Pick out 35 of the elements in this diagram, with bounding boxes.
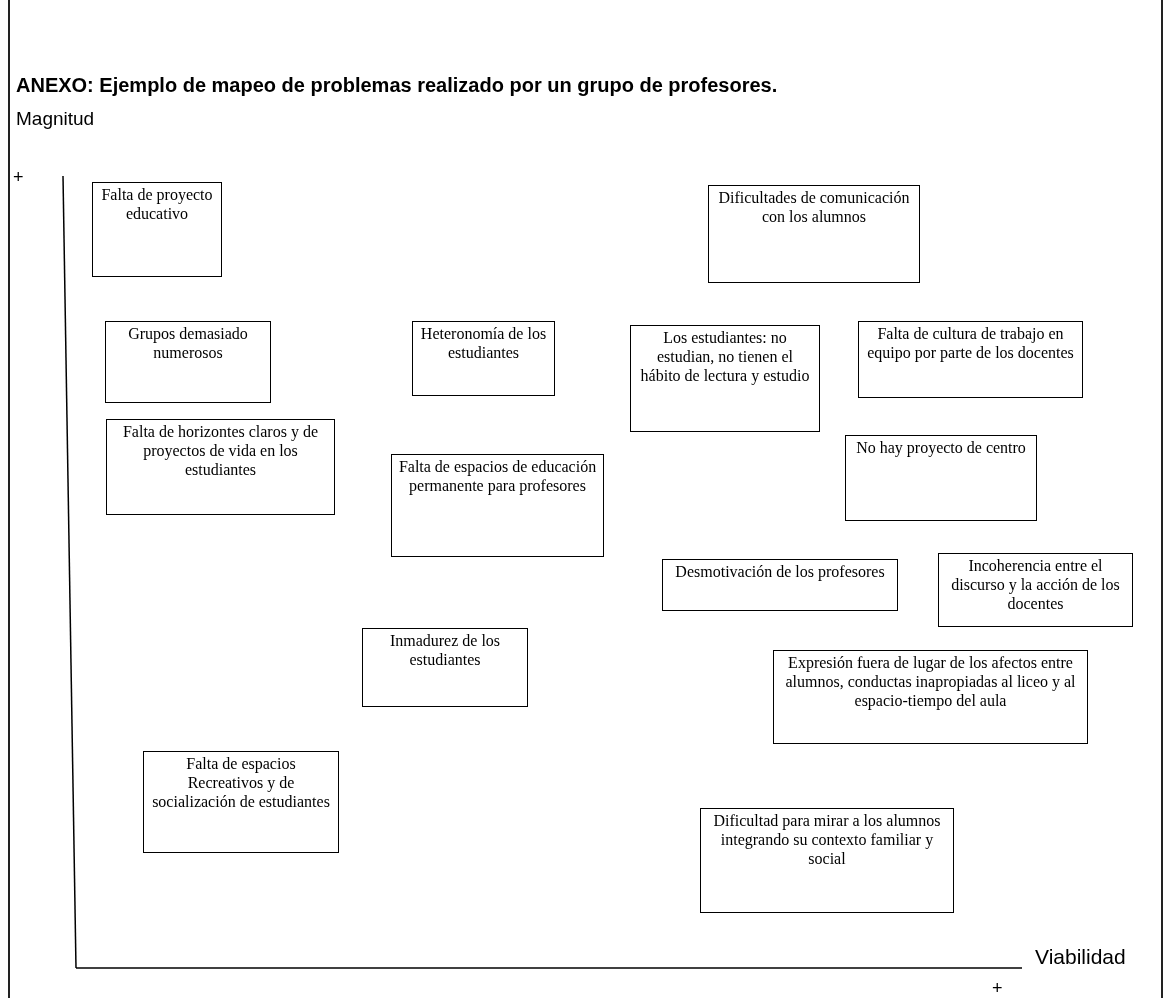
problem-box: [938, 553, 1133, 627]
problem-box: [700, 808, 954, 913]
problem-box: [143, 751, 339, 853]
problem-box: [708, 185, 920, 283]
problem-text: Dificultad para mirar a los alumnos integrando su contexto familiar y social: [712, 811, 942, 868]
problem-box: [92, 182, 222, 277]
axis-label: Magnitud: [16, 108, 95, 130]
problem-box: [858, 321, 1083, 398]
problem-text: Inmadurez de los estudiantes: [388, 631, 502, 669]
problem-text: Heteronomía de los estudiantes: [419, 324, 548, 362]
problem-box: [662, 559, 898, 611]
problem-text: Grupos demasiado numerosos: [127, 324, 249, 362]
problem-text: Falta de espacios Recreativos y de socialización de estudiantes: [151, 754, 331, 811]
problem-text: Falta de cultura de trabajo en equipo por parte de los docentes: [866, 324, 1075, 362]
title: ANEXO: Ejemplo de mapeo de problemas realizado por un grupo de profesores.: [16, 74, 778, 97]
problem-box: [105, 321, 271, 403]
axis-sign: +: [992, 978, 1003, 998]
problem-text: Incoherencia entre el discurso y la acción de los docentes: [950, 556, 1121, 613]
axis-sign: +: [13, 167, 24, 188]
problem-box: [630, 325, 820, 432]
axis-label: Viabilidad: [1035, 945, 1126, 969]
problem-text: Dificultades de comunicación con los alumnos: [717, 188, 911, 226]
problem-text: Expresión fuera de lugar de los afectos entre alumnos, conductas inapropiadas al liceo y al espacio-tiempo del aula: [784, 653, 1077, 710]
problem-box: [773, 650, 1088, 744]
problem-box: [391, 454, 604, 557]
problem-box: [106, 419, 335, 515]
problem-text: Falta de proyecto educativo: [100, 185, 214, 223]
problem-box: [412, 321, 555, 396]
problem-text: Desmotivación de los profesores: [674, 562, 886, 581]
problem-box: [362, 628, 528, 707]
problem-text: No hay proyecto de centro: [855, 438, 1027, 457]
problem-text: Falta de horizontes claros y de proyectos de vida en los estudiantes: [121, 422, 319, 479]
problem-text: Los estudiantes: no estudian, no tienen el hábito de lectura y estudio: [639, 328, 811, 385]
problem-text: Falta de espacios de educación permanente para profesores: [398, 457, 597, 495]
problem-box: [845, 435, 1037, 521]
